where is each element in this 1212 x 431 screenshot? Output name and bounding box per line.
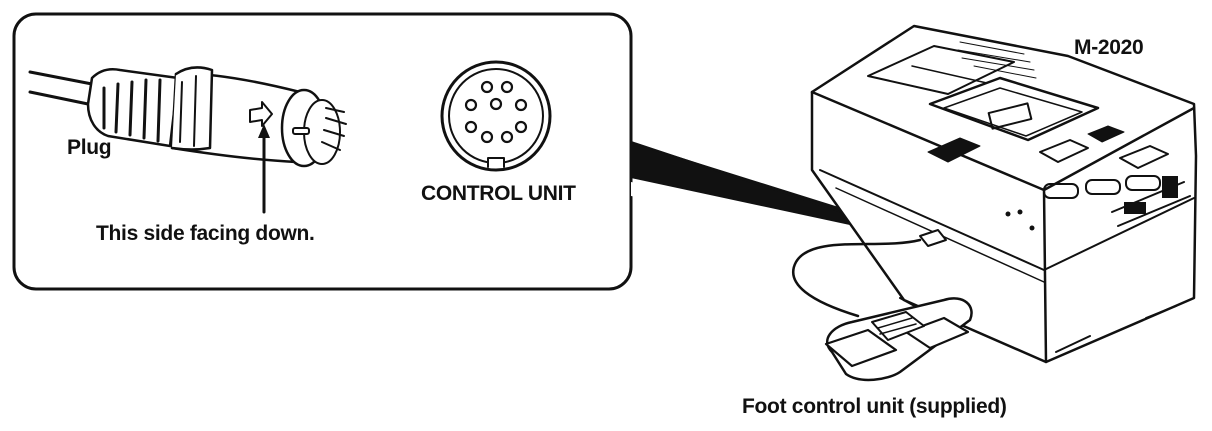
model-label: M-2020	[1074, 36, 1144, 59]
foot-pedal-icon	[824, 297, 973, 382]
foot-control-label: Foot control unit (supplied)	[742, 395, 1007, 418]
speaker-grille	[957, 41, 1037, 79]
plug-label: Plug	[67, 136, 112, 159]
foot-control-cable	[792, 229, 947, 318]
transcriber-icon	[810, 24, 1198, 364]
din-socket-icon	[440, 60, 552, 172]
orientation-label: This side facing down.	[96, 222, 315, 245]
plug-icon	[28, 66, 347, 214]
control-unit-label: CONTROL UNIT	[421, 182, 576, 205]
callout-pointer	[631, 142, 905, 244]
